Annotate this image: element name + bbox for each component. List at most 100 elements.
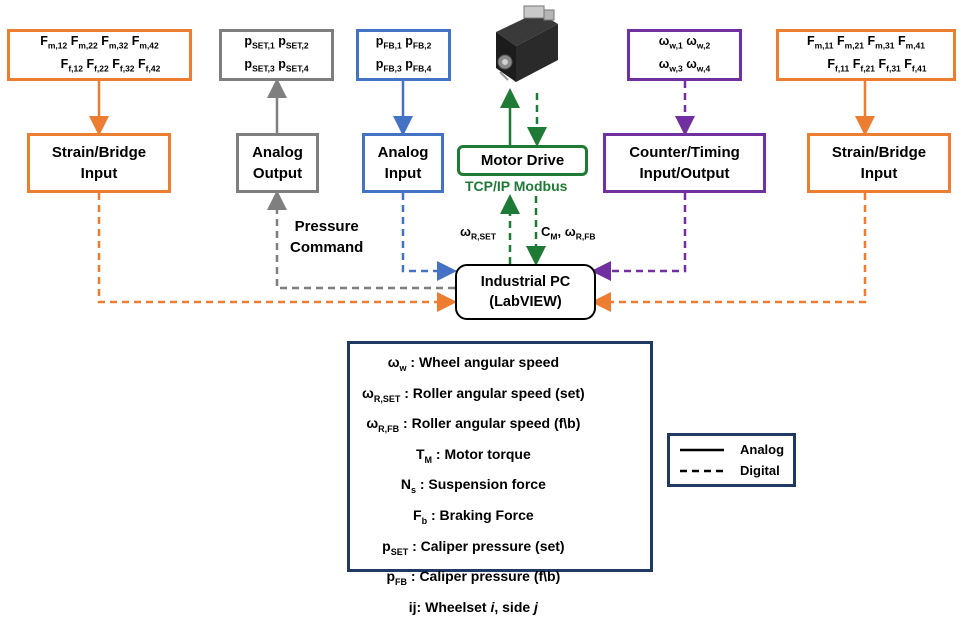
pressure-set-row1: pSET,1 pSET,2 [244,32,308,56]
signal-subscript: f,22 [94,63,109,74]
signal-subscript: SET,3 [252,63,275,74]
industrial-pc-block: Industrial PC (LabVIEW) [455,264,596,320]
force-signals-left-row2: Ff,12 Ff,22 Ff,32 Ff,42 [39,55,161,79]
analog-output-label-line1: Analog [252,144,303,161]
signal-symbol: ω [686,57,697,71]
signal-subscript: m,22 [78,40,98,50]
digital-legend-label: Digital [740,463,780,478]
industrial-pc-label-line1: Industrial PC [480,274,571,290]
counter-timing-block: Counter/Timing Input/Output [603,133,766,193]
signal-subscript: SET,4 [285,63,309,74]
force-signals-right-row1: Fm,11 Fm,21 Fm,31 Fm,41 [807,32,925,56]
cm-symbol: C [541,224,551,239]
signal-subscript: m,32 [108,40,129,50]
legend-description: , side [494,598,535,615]
legend-subscript: R,SET [373,393,401,404]
line-analogin-to-pc [401,193,457,281]
analog-legend-row: Analog [680,439,784,460]
analog-output-label-line2: Output [252,165,303,182]
signal-symbol: F [138,57,146,71]
signal-symbol: p [244,33,253,48]
signal-subscript: FB,1 [383,40,402,50]
legend-item: pSET : Caliper pressure (set) [362,534,585,565]
signal-symbol: F [827,57,836,71]
legend-description: : Suspension force [415,476,546,493]
legend-item: pFB : Caliper pressure (f\b) [362,564,585,595]
signal-subscript: m,11 [814,40,834,50]
legend-description: : Caliper pressure (f\b) [407,568,561,585]
signal-symbol: F [898,33,906,48]
legend-item: ωw : Wheel angular speed [362,350,585,381]
signal-symbol: p [278,57,286,71]
legend-symbol: ω [366,415,379,432]
legend-symbol: p [382,537,391,554]
pressure-set-box: pSET,1 pSET,2 pSET,3 pSET,4 [219,29,334,81]
legend-item: ωR,SET : Roller angular speed (set) [362,381,585,412]
legend-description: : Motor torque [432,445,531,462]
solid-line-swatch [680,448,724,451]
wheel-speed-row1: ωw,1 ωw,2 [659,32,710,56]
signal-subscript: w,3 [669,63,683,74]
strain-right-label-line1: Strain/Bridge [831,144,927,161]
legend-symbol: ij: Wheelset [408,598,491,615]
strain-left-label-line1: Strain/Bridge [51,144,147,161]
wheel-speed-box: ωw,1 ωw,2 ωw,3 ωw,4 [627,29,742,81]
signal-symbol: F [86,57,95,71]
pressure-fb-box: pFB,1 pFB,2 pFB,3 pFB,4 [356,29,451,81]
legend-description: : Roller angular speed (set) [400,384,585,401]
omega-fb-sub: R,FB [575,231,596,242]
signal-subscript: m,41 [905,40,926,50]
cm-omega-fb-label: CM, ωR,FB [541,224,596,242]
pressure-set-row2: pSET,3 pSET,4 [244,55,308,79]
strain-left-label-line2: Input [80,165,118,182]
legend-symbol: T [415,445,425,462]
legend-item: Ns : Suspension force [362,472,585,503]
signal-subscript: w,4 [696,63,711,74]
signal-subscript: f,31 [886,63,901,74]
analog-input-label-line2: Input [384,165,422,182]
signal-subscript: m,21 [844,40,865,50]
omega-fb-symbol: , ω [557,224,576,239]
dashed-line-swatch [680,469,724,472]
legend-italic-j: j [534,598,538,615]
motor-drive-label: Motor Drive [480,152,565,169]
legend-description: : Wheel angular speed [406,354,560,370]
legend-description: : Braking Force [427,506,534,523]
legend-subscript: R,FB [378,423,400,434]
signal-subscript: FB,3 [383,63,402,74]
signal-subscript: f,41 [911,63,927,74]
line-pc-to-analogout [267,190,455,290]
analog-output-block: Analog Output [236,133,319,193]
signal-symbol: p [405,33,413,48]
omega-r-set-symbol: ω [460,224,471,239]
pressure-fb-row2: pFB,3 pFB,4 [376,55,432,79]
legend-subscript: b [421,515,428,526]
legend-item: ωR,FB : Roller angular speed (f\b) [362,411,585,442]
signal-subscript: FB,4 [412,63,432,74]
signal-symbol: p [278,33,286,48]
pressure-command-line1: Pressure [294,218,359,235]
force-signals-left-row1: Fm,12 Fm,22 Fm,32 Fm,42 [40,32,159,56]
signal-subscript: w,1 [669,40,683,50]
omega-r-set-label: ωR,SET [460,224,496,242]
force-signals-right-box: Fm,11 Fm,21 Fm,31 Fm,41 Ff,11 Ff,21 Ff,3… [776,29,956,81]
signal-symbol: p [244,57,253,71]
signal-subscript: w,2 [696,40,711,50]
legend-subscript: s [410,485,416,496]
signal-subscript: m,12 [47,40,68,50]
legend-item: Fb : Braking Force [362,503,585,534]
strain-bridge-input-right-block: Strain/Bridge Input [807,133,951,193]
signal-symbol: p [375,33,384,48]
force-signals-left-box: Fm,12 Fm,22 Fm,32 Fm,42 Ff,12 Ff,22 Ff,3… [7,29,192,81]
signal-symbol: F [867,33,876,48]
legend-description: : Caliper pressure (set) [408,537,565,554]
signal-subscript: f,32 [119,63,135,74]
pressure-command-line2: Command [290,239,364,256]
strain-bridge-input-left-block: Strain/Bridge Input [27,133,171,193]
signal-symbol: F [878,57,887,71]
signal-subscript: f,21 [860,63,876,74]
signal-subscript: f,42 [145,63,161,74]
legend-subscript: FB [395,576,407,587]
line-strain-left-to-pc [97,193,457,312]
